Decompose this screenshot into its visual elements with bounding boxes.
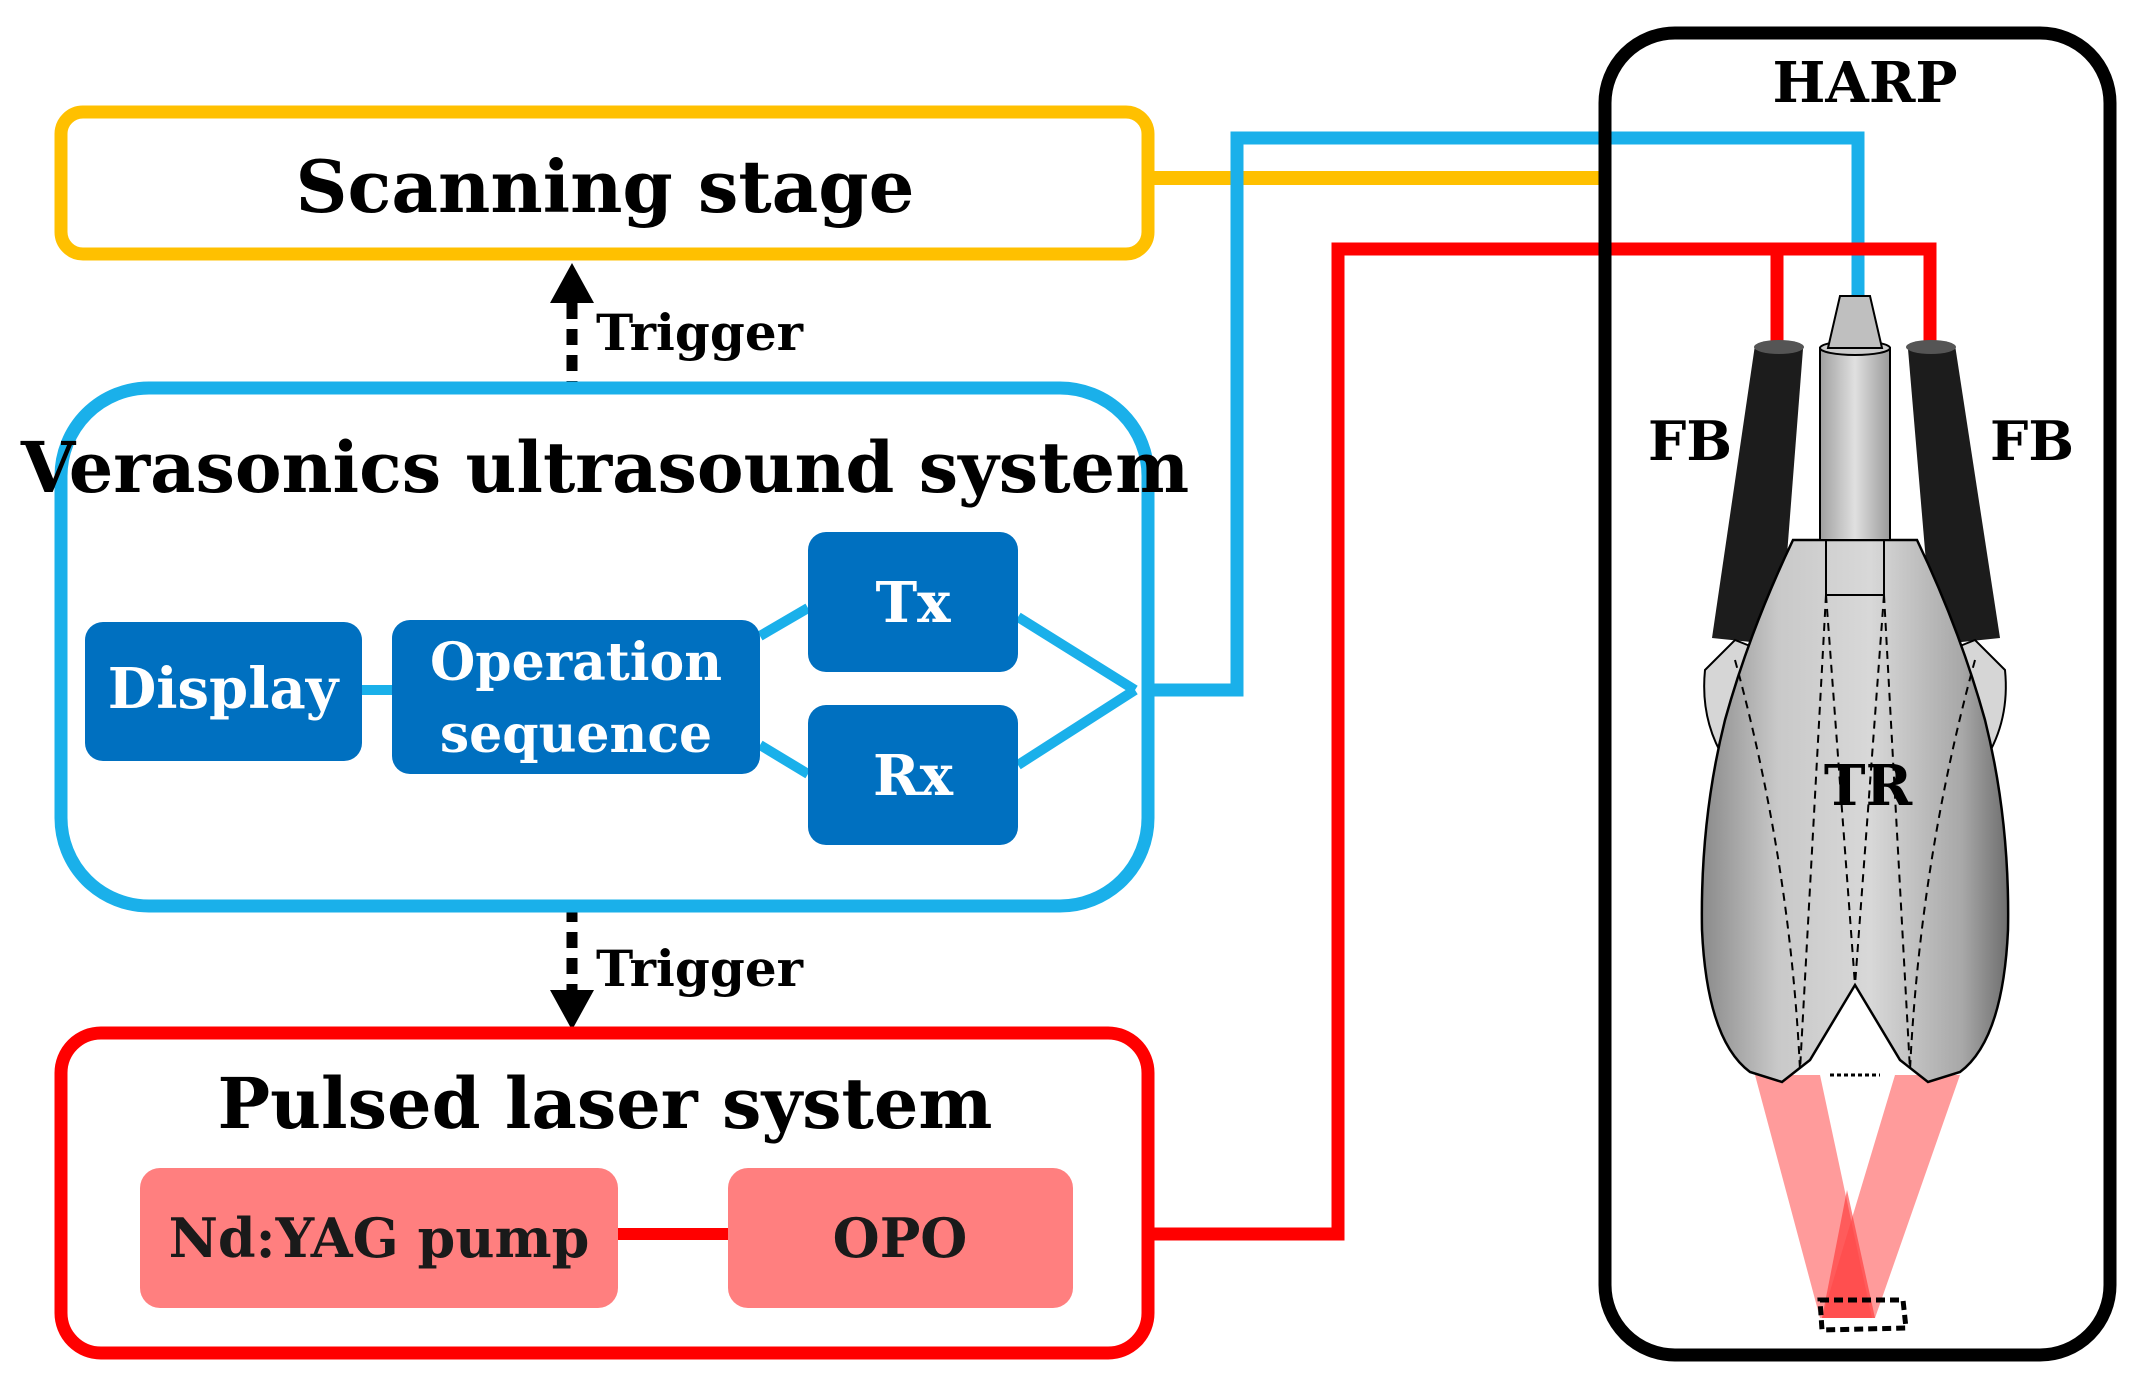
ndyag-pump-module <box>140 1168 618 1308</box>
trigger-top-label: Trigger <box>596 303 804 362</box>
ultrasound-link <box>1135 131 1865 697</box>
display-label: Display <box>108 656 340 722</box>
laser-link <box>1070 242 1937 1241</box>
fb-right-label: FB <box>1990 409 2074 473</box>
transducer-tip <box>1826 295 1884 349</box>
trigger-arrow-up <box>550 263 594 390</box>
transducer-internal-guides <box>1734 594 1976 1071</box>
opo-label: OPO <box>833 1206 968 1270</box>
operation-label-line2: sequence <box>440 704 712 765</box>
laser-beams <box>1755 1075 1960 1318</box>
harp-box <box>1598 26 2117 1362</box>
transducer-inner-window <box>1825 539 1885 596</box>
pulsed-laser-title: Pulsed laser system <box>218 1062 993 1145</box>
tx-label: Tx <box>875 570 951 636</box>
scanning-stage-box <box>54 105 1155 261</box>
transducer-body <box>1700 538 2010 1084</box>
operation-sequence-module <box>392 620 760 774</box>
transducer-neck <box>1819 347 1891 541</box>
operation-label-line1: Operation <box>430 632 722 693</box>
ndyag-label: Nd:YAG pump <box>169 1206 590 1270</box>
harp-label: HARP <box>1772 50 1957 116</box>
trigger-arrow-down <box>550 906 594 1030</box>
trigger-bottom-label: Trigger <box>596 939 804 998</box>
tr-label: TR <box>1824 753 1913 819</box>
rx-label: Rx <box>873 743 954 809</box>
opo-module <box>728 1168 1073 1308</box>
rx-module <box>808 705 1018 845</box>
scanning-stage-label: Scanning stage <box>296 144 915 229</box>
fb-left-label: FB <box>1648 409 1732 473</box>
tx-module <box>808 532 1018 672</box>
display-module <box>85 622 362 761</box>
verasonics-title: Verasonics ultrasound system <box>20 426 1189 509</box>
